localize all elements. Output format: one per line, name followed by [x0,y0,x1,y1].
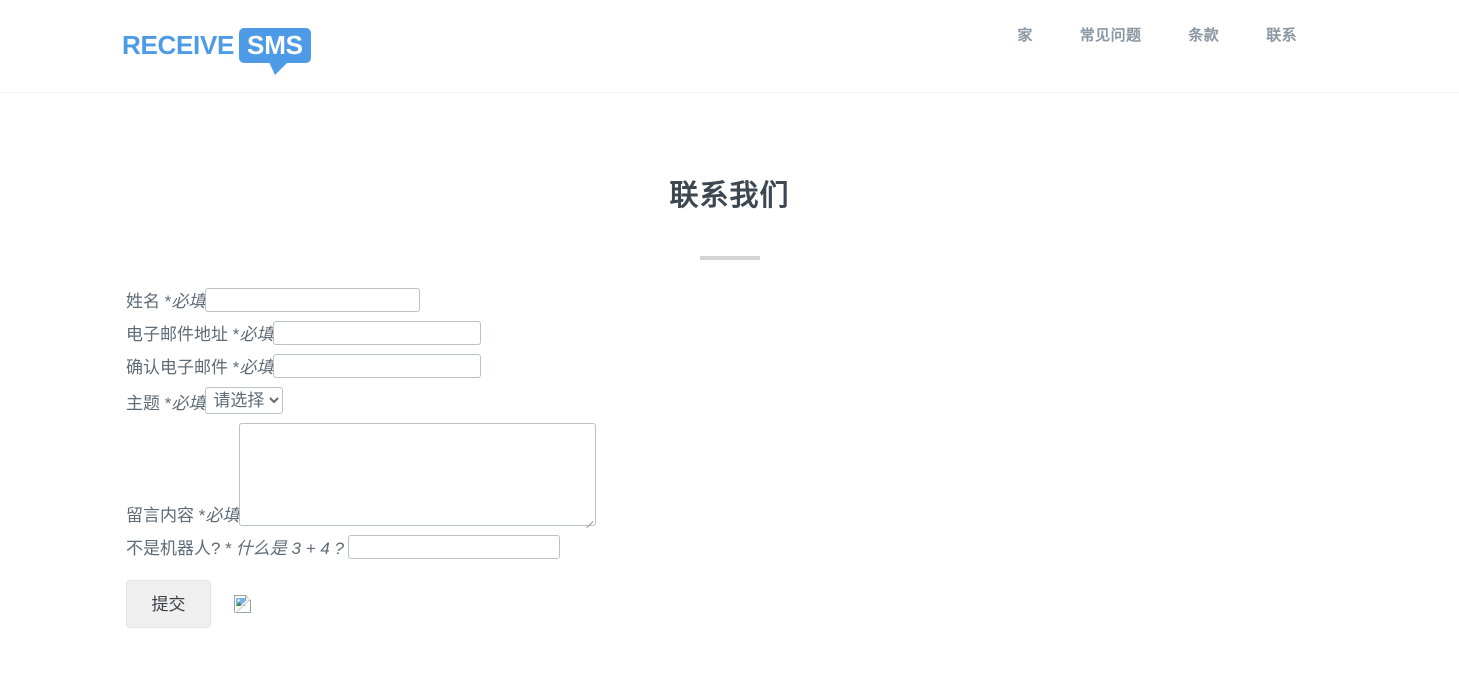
label-name: 姓名 *必填 [126,291,205,312]
site-header: RECEIVE SMS 家 常见问题 条款 联系 [0,0,1459,93]
logo-text-receive: RECEIVE [122,29,235,60]
nav-item-contact[interactable]: 联系 [1266,27,1297,44]
broken-image-icon [233,594,252,614]
form-row-email: 电子邮件地址 *必填 [126,321,596,345]
label-email-required: 必填 [239,324,274,344]
email-input[interactable] [273,321,482,345]
label-message-required: 必填 [205,505,240,525]
captcha-question: 什么是 3 + 4 ? [235,538,344,558]
main-navigation: 家 常见问题 条款 联系 [1017,24,1297,45]
site-logo[interactable]: RECEIVE SMS [122,22,311,75]
page-title-section: 联系我们 [0,172,1459,260]
form-row-confirm-email: 确认电子邮件 *必填 [126,354,596,378]
page-title: 联系我们 [669,180,790,212]
confirm-email-input[interactable] [273,354,482,378]
label-confirm-email: 确认电子邮件 *必填 [126,357,273,378]
nav-item-faq[interactable]: 常见问题 [1079,27,1142,44]
label-message: 留言内容 *必填 [126,505,239,526]
label-name-text: 姓名 * [126,291,172,311]
label-subject: 主题 *必填 [126,393,205,414]
submit-button[interactable]: 提交 [126,580,211,628]
name-input[interactable] [205,288,421,312]
label-confirm-email-required: 必填 [239,357,274,377]
logo-text-sms: SMS [247,29,303,60]
label-message-text: 留言内容 * [126,505,206,525]
nav-item-home[interactable]: 家 [1017,27,1033,44]
form-row-submit: 提交 [126,580,596,628]
label-captcha-text: 不是机器人? * [126,538,232,558]
label-subject-required: 必填 [171,393,206,413]
form-row-captcha: 不是机器人? *什么是 3 + 4 ? [126,535,596,559]
label-name-required: 必填 [171,291,206,311]
label-subject-text: 主题 * [126,393,172,413]
form-row-subject: 主题 *必填 请选择 [126,387,596,414]
contact-form: 姓名 *必填 电子邮件地址 *必填 确认电子邮件 *必填 主题 *必填 请选择 … [126,288,597,628]
title-divider [699,256,760,260]
message-textarea[interactable] [239,423,597,526]
form-row-name: 姓名 *必填 [126,288,596,312]
label-confirm-email-text: 确认电子邮件 * [126,357,240,377]
nav-item-terms[interactable]: 条款 [1188,27,1220,44]
subject-select[interactable]: 请选择 [205,387,284,414]
message-textarea-wrapper [239,423,597,529]
logo-speech-bubble-icon: SMS [239,27,311,75]
label-email-text: 电子邮件地址 * [126,324,240,344]
form-row-message: 留言内容 *必填 [126,423,597,529]
captcha-input[interactable] [347,535,560,559]
label-email: 电子邮件地址 *必填 [126,324,273,345]
label-captcha: 不是机器人? *什么是 3 + 4 ? [126,538,344,559]
